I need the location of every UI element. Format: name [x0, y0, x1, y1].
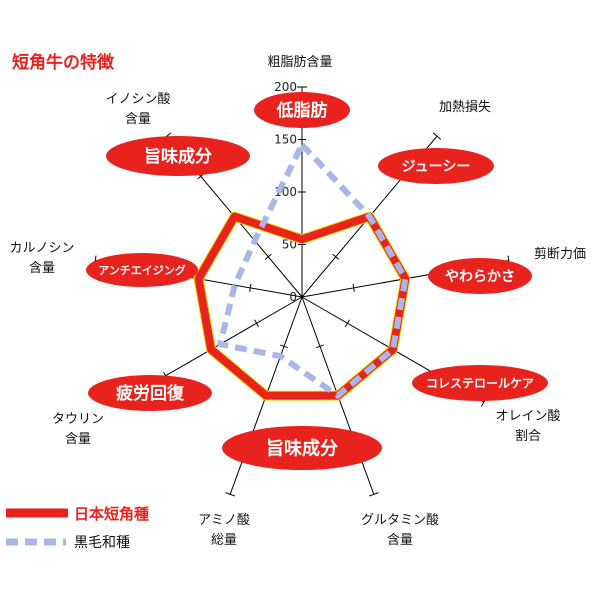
chart-title: 短角牛の特徴 — [12, 52, 115, 73]
tick-label: 150 — [274, 133, 297, 147]
badge-label: 疲労回復 — [116, 383, 185, 404]
axis-label: カルノシン — [9, 241, 74, 256]
badge-shape — [222, 426, 382, 470]
legend-label: 黒毛和種 — [74, 535, 130, 551]
axis-tick — [249, 283, 252, 292]
axis-label: 割合 — [515, 428, 541, 444]
badge-label: コレステロールケア — [426, 376, 534, 390]
axis-tick — [352, 283, 355, 292]
badge-shape — [378, 148, 494, 184]
feature-badge: やわらかさ — [428, 258, 532, 294]
feature-badge: 旨味成分 — [106, 136, 250, 176]
feature-badge: 疲労回復 — [88, 375, 212, 411]
badge-shape — [428, 258, 532, 294]
badge-shape — [254, 92, 350, 128]
axis-label: グルタミン酸 — [361, 513, 439, 528]
feature-badge: 旨味成分 — [222, 426, 382, 470]
axis-tick — [280, 344, 288, 349]
feature-badge: アンチエイジング — [86, 253, 198, 287]
badge-label: 旨味成分 — [266, 437, 338, 459]
axis-tick — [264, 253, 272, 260]
series-japanese-black-line — [217, 141, 409, 399]
legend-label: 日本短角種 — [74, 505, 149, 523]
axis-label: アミノ酸 — [198, 513, 250, 528]
axis-label: 含量 — [65, 431, 91, 447]
axis-label: オレイン酸 — [495, 409, 560, 424]
badge-label: アンチエイジング — [98, 263, 186, 277]
feature-badge: ジューシー — [378, 148, 494, 184]
badge-shape — [412, 365, 548, 401]
axis-cap — [432, 132, 442, 140]
axis-label: 総量 — [211, 533, 237, 548]
axis-label: 加熱損失 — [439, 100, 491, 115]
badge-shape — [86, 253, 198, 287]
axis-tick — [345, 319, 350, 327]
axis-tick — [316, 344, 324, 349]
tick-label: 200 — [274, 80, 297, 94]
axis-cap — [368, 492, 379, 497]
feature-badge: 低脂肪 — [254, 92, 350, 128]
axis-label: 含量 — [29, 260, 55, 276]
axis-label: 剪断力価 — [534, 246, 586, 262]
tick-label: 0 — [289, 290, 297, 304]
axis-label: 含量 — [125, 111, 151, 127]
axis-label: 含量 — [387, 532, 413, 548]
badge-label: 旨味成分 — [144, 146, 212, 167]
axis-label: タウリン — [52, 412, 104, 427]
axis-label: イノシン酸 — [105, 92, 170, 107]
badge-shape — [88, 375, 212, 411]
badge-label: ジューシー — [402, 159, 471, 175]
badge-label: 低脂肪 — [276, 100, 328, 121]
badge-shape — [106, 136, 250, 176]
axis-tick — [332, 253, 340, 260]
axis-tick — [254, 319, 259, 327]
badge-label: やわらかさ — [445, 269, 515, 285]
feature-badge: コレステロールケア — [412, 365, 548, 401]
axis-cap — [225, 492, 236, 497]
axis-label: 粗脂肪含量 — [267, 54, 332, 70]
